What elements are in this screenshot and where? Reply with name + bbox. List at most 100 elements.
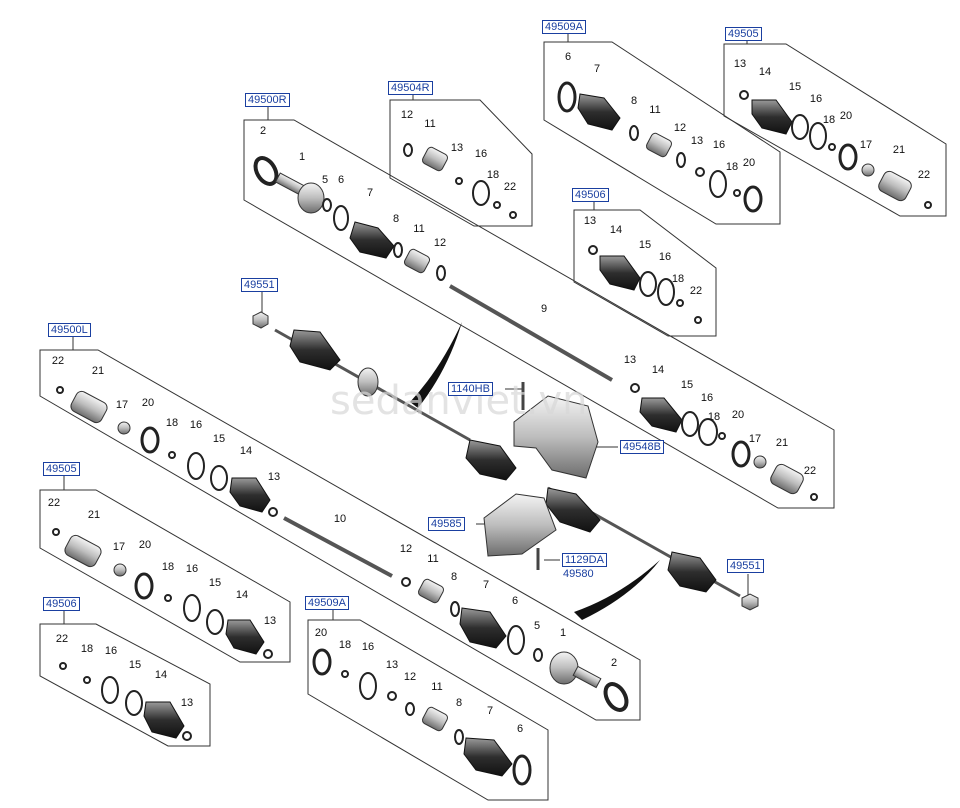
part-number-18: 18: [672, 273, 684, 285]
part-number-12: 12: [674, 122, 686, 134]
boot-7-icon: [349, 221, 395, 259]
part-number-15: 15: [209, 577, 221, 589]
part-number-18: 18: [487, 169, 499, 181]
arrow-upper-icon: [410, 322, 462, 408]
part-number-8: 8: [631, 95, 637, 107]
clamp-6-icon: [333, 205, 349, 231]
part-number-13: 13: [584, 215, 596, 227]
ref-49509A-bottom[interactable]: 49509A: [305, 596, 349, 610]
ring-18-icon: [718, 432, 726, 440]
bracket-parts: [483, 382, 599, 570]
part-number-20: 20: [732, 409, 744, 421]
part-number-8: 8: [393, 213, 399, 225]
clamp-5-icon: [322, 198, 332, 212]
frame-49509A-bottom: [307, 619, 549, 801]
part-number-14: 14: [610, 224, 622, 236]
damper-11-icon: [403, 248, 431, 274]
part-number-13: 13: [691, 135, 703, 147]
ring-13-icon: [630, 383, 640, 393]
part-number-16: 16: [713, 139, 725, 151]
part-number-1: 1: [299, 151, 305, 163]
part-number-11: 11: [413, 223, 424, 235]
ring-15-icon: [681, 411, 699, 437]
ref-49500L[interactable]: 49500L: [48, 323, 91, 337]
part-number-21: 21: [893, 144, 905, 156]
part-number-12: 12: [400, 543, 412, 555]
kit-49509A-bottom-parts: [312, 648, 532, 786]
part-number-22: 22: [504, 181, 516, 193]
ref-49500R[interactable]: 49500R: [245, 93, 290, 107]
ref-49505-left[interactable]: 49505: [43, 462, 80, 476]
part-number-16: 16: [701, 392, 713, 404]
part-number-14: 14: [155, 669, 167, 681]
ref-49505-top[interactable]: 49505: [725, 27, 762, 41]
ref-49506-left[interactable]: 49506: [43, 597, 80, 611]
part-number-15: 15: [213, 433, 225, 445]
part-number-7: 7: [487, 705, 493, 717]
part-number-6: 6: [517, 723, 523, 735]
kit-49505-top-parts: [739, 90, 932, 209]
ref-49548B[interactable]: 49548B: [620, 440, 664, 454]
part-number-7: 7: [367, 187, 373, 199]
ref-49551-top[interactable]: 49551: [241, 278, 278, 292]
part-number-11: 11: [427, 553, 438, 565]
part-number-8: 8: [456, 697, 462, 709]
nut-49551-right-icon: [741, 593, 759, 611]
frame-49504R: [389, 99, 533, 227]
frame-outlines: [39, 41, 947, 801]
kit-49509A-top-parts: [557, 81, 763, 213]
part-number-16: 16: [475, 148, 487, 160]
part-number-10: 10: [334, 513, 346, 525]
part-number-13: 13: [268, 471, 280, 483]
frame-49509A-top: [543, 41, 781, 225]
tripod-17-icon: [753, 455, 767, 469]
ref-49509A-top[interactable]: 49509A: [542, 20, 586, 34]
ref-49585[interactable]: 49585: [428, 517, 465, 531]
part-number-16: 16: [105, 645, 117, 657]
ref-leader-lines: [63, 33, 749, 624]
part-number-18: 18: [726, 161, 738, 173]
part-number-17: 17: [749, 433, 761, 445]
part-number-22: 22: [804, 465, 816, 477]
part-number-20: 20: [142, 397, 154, 409]
part-number-22: 22: [918, 169, 930, 181]
ring-20-icon: [731, 440, 751, 468]
ref-49506-mid[interactable]: 49506: [572, 188, 609, 202]
shaft-10-icon: [283, 516, 393, 578]
part-number-12: 12: [404, 671, 416, 683]
kit-49505-left-parts: [52, 528, 273, 659]
part-number-6: 6: [338, 174, 344, 186]
frame-49506-left: [39, 623, 211, 747]
part-number-14: 14: [759, 66, 771, 78]
part-number-13: 13: [734, 58, 746, 70]
ref-49551-right[interactable]: 49551: [727, 559, 764, 573]
part-number-15: 15: [789, 81, 801, 93]
kit-49500L-parts: [56, 386, 629, 712]
ref-1140HB[interactable]: 1140HB: [448, 382, 493, 396]
part-number-12: 12: [401, 109, 413, 121]
part-number-18: 18: [708, 411, 720, 423]
part-number-13: 13: [264, 615, 276, 627]
part-number-13: 13: [451, 142, 463, 154]
housing-21-icon: [770, 463, 804, 495]
part-number-15: 15: [129, 659, 141, 671]
part-number-14: 14: [236, 589, 248, 601]
boot-14-icon: [639, 397, 683, 433]
part-number-22: 22: [52, 355, 64, 367]
part-number-9: 9: [541, 303, 547, 315]
part-number-22: 22: [690, 285, 702, 297]
part-number-17: 17: [860, 139, 872, 151]
ref-1129DA[interactable]: 1129DA: [562, 553, 607, 567]
part-number-16: 16: [186, 563, 198, 575]
part-number-5: 5: [534, 620, 540, 632]
part-number-17: 17: [116, 399, 128, 411]
ring-16-icon: [698, 418, 718, 446]
ref-49504R[interactable]: 49504R: [388, 81, 433, 95]
frame-49500R: [243, 119, 835, 509]
part-number-17: 17: [113, 541, 125, 553]
part-number-21: 21: [776, 437, 788, 449]
part-number-1: 1: [560, 627, 566, 639]
